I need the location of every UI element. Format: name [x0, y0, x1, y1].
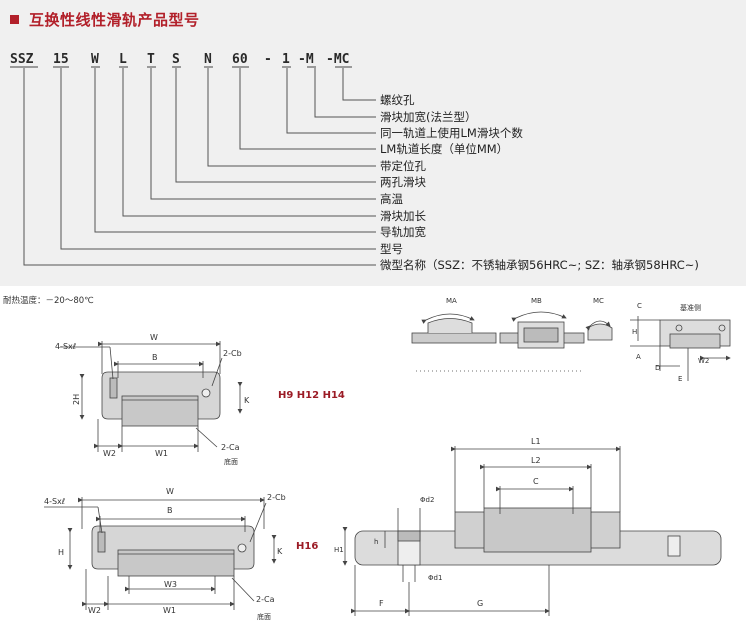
code-segment-two-hole: S	[172, 52, 180, 67]
dim-b: B	[152, 353, 158, 362]
code-segment-high-temp: T	[147, 52, 155, 67]
code-segment-size: 15	[53, 52, 69, 67]
code-segment-dash: -	[264, 52, 272, 67]
page-title: 互换性线性滑轨产品型号	[29, 10, 200, 29]
label-c: C	[637, 302, 642, 310]
dim-l1: L1	[531, 437, 541, 446]
label-bottom: 底面	[257, 612, 271, 621]
description-thread-hole: 螺纹孔	[380, 93, 415, 107]
description-two-hole-block: 两孔滑块	[380, 175, 426, 189]
label-mc: MC	[593, 297, 604, 305]
code-segment-series: SSZ	[10, 52, 34, 67]
dim-w3: W3	[164, 580, 177, 589]
label-cb: 2-Cb	[267, 493, 286, 502]
label-reference-side: 基准侧	[680, 303, 701, 312]
dim-w2: W2	[88, 606, 101, 615]
label-d: D	[655, 364, 660, 372]
dim-h-small: h	[374, 538, 378, 546]
label-ma: MA	[446, 297, 457, 305]
diagram-wide-block	[44, 497, 277, 610]
dim-l2: L2	[531, 456, 541, 465]
description-series-name: 微型名称（SSZ：不锈轴承钢56HRC~; SZ：轴承钢58HRC~)	[380, 258, 699, 272]
dim-w1: W1	[163, 606, 176, 615]
label-cb: 2-Cb	[223, 349, 242, 358]
description-wide-rail: 导轨加宽	[380, 225, 426, 239]
title-bullet-icon	[10, 14, 19, 24]
description-high-temp: 高温	[380, 192, 403, 206]
technical-drawings: W B 4-Sxℓ 2-Cb 2H K W2 W1 2-Ca 底面 H9 H12…	[44, 297, 731, 621]
model-code-diagram: SSZ 15 W L T S N 60 - 1 -M -MC	[10, 52, 699, 272]
dim-k: K	[277, 547, 283, 556]
model-code: SSZ 15 W L T S N 60 - 1 -M -MC	[10, 52, 349, 67]
mounting-types	[411, 311, 731, 381]
dim-w2: W2	[103, 449, 116, 458]
dim-d1: Φd1	[428, 574, 442, 582]
code-segment-thread: -MC	[326, 52, 349, 67]
diagram-wide-block-labels: W B 4-Sxℓ 2-Cb H K W3 W2 W1 2-Ca 底面	[44, 487, 286, 621]
label-e: E	[678, 375, 682, 383]
model-code-panel	[0, 0, 746, 286]
code-segment-locating: N	[204, 52, 212, 67]
label-a: A	[636, 353, 641, 361]
label-screw: 4-Sxℓ	[55, 342, 76, 351]
code-segment-wide-rail: W	[91, 52, 99, 67]
label-mb: MB	[531, 297, 542, 305]
dim-w: W	[166, 487, 174, 496]
label-screw: 4-Sxℓ	[44, 497, 65, 506]
description-long-block: 滑块加长	[380, 209, 426, 223]
description-locating-hole: 带定位孔	[380, 159, 426, 173]
dim-b: B	[167, 506, 173, 515]
temperature-note: 耐热温度：－20～80℃	[3, 296, 94, 306]
dim-w1: W1	[155, 449, 168, 458]
label-bottom: 底面	[224, 457, 238, 466]
description-rail-length: LM轨道长度（单位MM）	[380, 142, 508, 156]
h16-label: H16	[296, 541, 318, 552]
diagram-standard-block-labels: W B 4-Sxℓ 2-Cb 2H K W2 W1 2-Ca 底面	[55, 333, 250, 466]
diagram-side-view-labels: L1 L2 C Φd2 Φd1 h H1 F G	[334, 437, 541, 608]
code-segment-flange: -M	[298, 52, 314, 67]
dim-f: F	[379, 599, 384, 608]
dim-h: H	[58, 548, 64, 557]
label-h: H	[632, 328, 637, 336]
dim-k: K	[244, 396, 250, 405]
dim-2h: 2H	[72, 394, 81, 405]
code-segment-long-block: L	[119, 52, 127, 67]
height-sizes-label: H9 H12 H14	[278, 390, 345, 401]
description-flange-block: 滑块加宽(法兰型）	[380, 110, 477, 124]
title-bar: 互换性线性滑轨产品型号	[10, 8, 200, 30]
code-segment-count: 1	[282, 52, 290, 67]
dim-c: C	[533, 477, 539, 486]
dim-d2: Φd2	[420, 496, 434, 504]
dim-h1: H1	[334, 546, 344, 554]
code-descriptions: 螺纹孔 滑块加宽(法兰型） 同一轨道上使用LM滑块个数 LM轨道长度（单位MM）…	[380, 93, 699, 272]
label-w2: W2	[698, 357, 709, 365]
diagram-standard-block	[60, 341, 243, 452]
dim-w: W	[150, 333, 158, 342]
description-model: 型号	[380, 242, 403, 256]
diagram-side-view	[342, 446, 722, 616]
label-ca: 2-Ca	[221, 443, 240, 452]
dim-g: G	[477, 599, 483, 608]
description-block-count: 同一轨道上使用LM滑块个数	[380, 126, 523, 140]
code-segment-length: 60	[232, 52, 248, 67]
mounting-type-labels: MA MB MC 基准侧 C H A D E W2	[446, 297, 709, 383]
label-ca: 2-Ca	[256, 595, 275, 604]
